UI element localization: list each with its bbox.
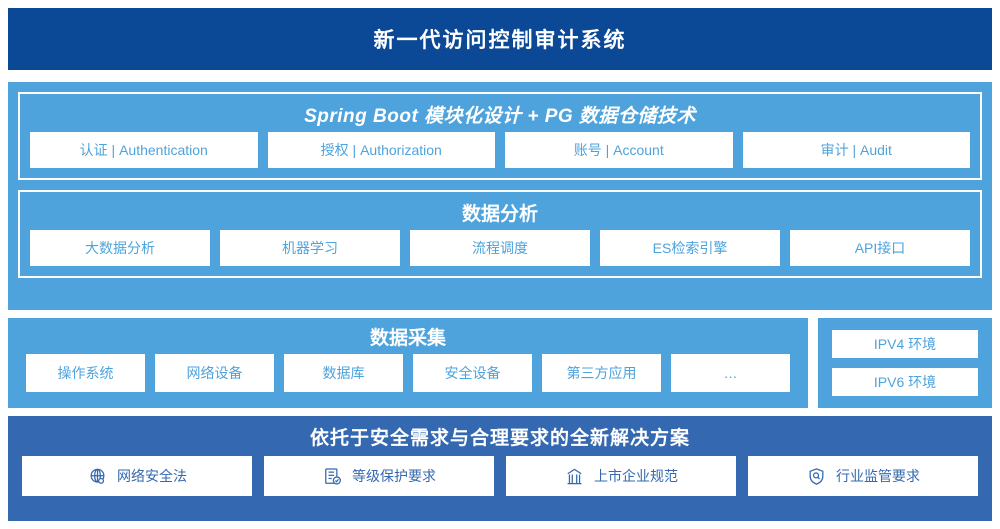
card-audit[interactable]: 审计 | Audit <box>742 132 970 168</box>
card-listed-enterprise-standard[interactable]: 上市企业规范 <box>506 456 736 496</box>
group-data-analysis-cards: 大数据分析 机器学习 流程调度 ES检索引擎 API接口 <box>30 230 970 266</box>
card-industry-regulation[interactable]: 行业监管要求 <box>748 456 978 496</box>
card-network-device[interactable]: 网络设备 <box>155 354 274 392</box>
bank-icon <box>564 466 584 486</box>
card-cybersecurity-law-label: 网络安全法 <box>117 468 187 484</box>
card-listed-enterprise-standard-label: 上市企业规范 <box>594 468 678 484</box>
card-security-device[interactable]: 安全设备 <box>413 354 532 392</box>
card-third-party-app[interactable]: 第三方应用 <box>542 354 661 392</box>
compliance-title: 依托于安全需求与合理要求的全新解决方案 <box>309 428 690 449</box>
page-title: 新一代访问控制审计系统 <box>373 29 627 52</box>
group-data-analysis-title: 数据分析 <box>461 204 538 225</box>
card-ipv4-environment[interactable]: IPV4 环境 <box>832 330 978 358</box>
document-check-icon <box>322 466 342 486</box>
environment-panel: IPV4 环境 IPV6 环境 <box>818 318 992 408</box>
card-ipv6-environment[interactable]: IPV6 环境 <box>832 368 978 396</box>
compliance-panel: 依托于安全需求与合理要求的全新解决方案 网络安全法 <box>8 416 992 521</box>
platform-panel: Spring Boot 模块化设计 + PG 数据仓储技术 认证 | Authe… <box>8 82 992 310</box>
card-classified-protection-label: 等级保护要求 <box>352 468 436 484</box>
card-authorization[interactable]: 授权 | Authorization <box>267 132 495 168</box>
card-authentication[interactable]: 认证 | Authentication <box>30 132 258 168</box>
card-account[interactable]: 账号 | Account <box>505 132 733 168</box>
app-title-bar: 新一代访问控制审计系统 <box>8 8 992 70</box>
card-api-interface[interactable]: API接口 <box>790 230 970 266</box>
data-collection-title: 数据采集 <box>369 328 446 349</box>
card-cybersecurity-law[interactable]: 网络安全法 <box>22 456 252 496</box>
card-more-ellipsis[interactable]: … <box>671 354 790 392</box>
card-operating-system[interactable]: 操作系统 <box>26 354 145 392</box>
data-collection-cards: 操作系统 网络设备 数据库 安全设备 第三方应用 … <box>26 354 790 392</box>
group-spring-boot: Spring Boot 模块化设计 + PG 数据仓储技术 认证 | Authe… <box>18 92 982 180</box>
card-machine-learning[interactable]: 机器学习 <box>220 230 400 266</box>
data-collection-panel: 数据采集 操作系统 网络设备 数据库 安全设备 第三方应用 … <box>8 318 808 408</box>
card-big-data-analysis[interactable]: 大数据分析 <box>30 230 210 266</box>
group-spring-boot-cards: 认证 | Authentication 授权 | Authorization 账… <box>30 132 970 168</box>
compliance-cards: 网络安全法 等级保护要求 <box>22 456 978 496</box>
group-spring-boot-title: Spring Boot 模块化设计 + PG 数据仓储技术 <box>304 106 696 127</box>
card-classified-protection[interactable]: 等级保护要求 <box>264 456 494 496</box>
shield-search-icon <box>806 466 826 486</box>
card-industry-regulation-label: 行业监管要求 <box>836 468 920 484</box>
collection-row: 数据采集 操作系统 网络设备 数据库 安全设备 第三方应用 … IPV4 环境 … <box>8 318 992 408</box>
card-database[interactable]: 数据库 <box>284 354 403 392</box>
card-process-scheduling[interactable]: 流程调度 <box>410 230 590 266</box>
card-es-search-engine[interactable]: ES检索引擎 <box>600 230 780 266</box>
group-data-analysis: 数据分析 大数据分析 机器学习 流程调度 ES检索引擎 API接口 <box>18 190 982 278</box>
globe-icon <box>87 466 107 486</box>
